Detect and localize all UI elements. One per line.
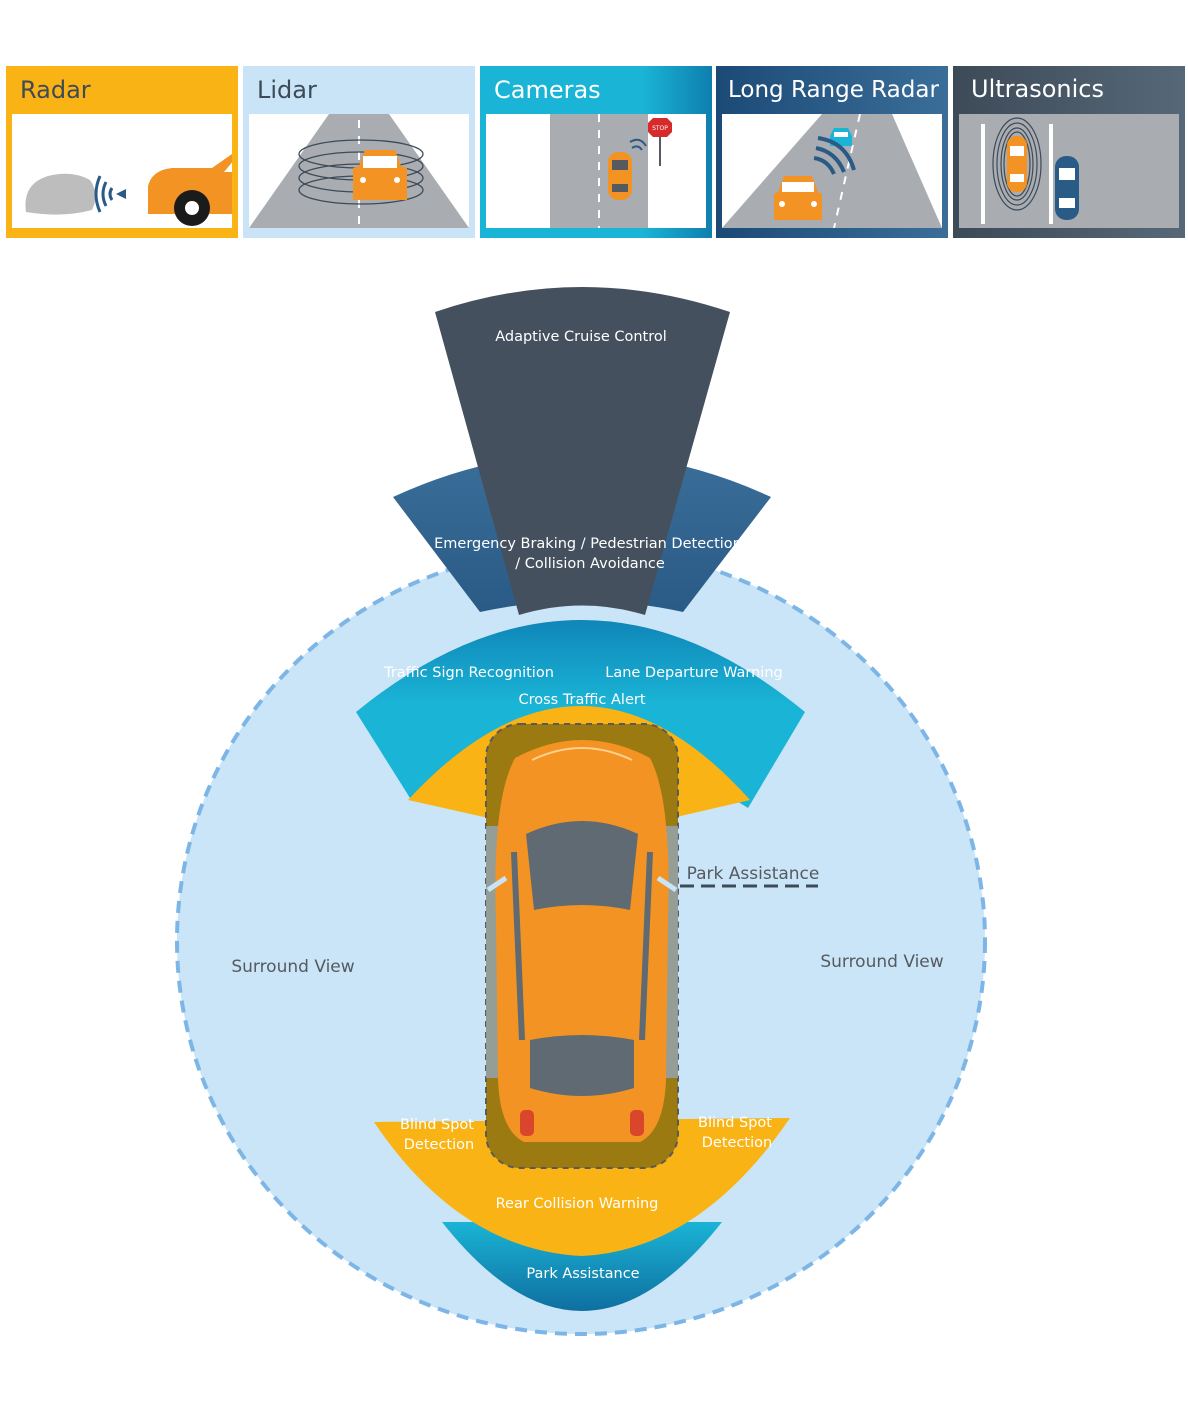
rear-park-assistance-label: Park Assistance xyxy=(526,1266,639,1282)
sensor-legend: Radar Lidar xyxy=(0,0,1188,250)
car-front-icon xyxy=(774,176,822,220)
ultrasonics-card: Ultrasonics xyxy=(953,66,1185,238)
long-range-radar-card: Long Range Radar xyxy=(716,66,948,238)
emergency-braking-label-line1: Emergency Braking / Pedestrian Detection xyxy=(434,536,742,552)
stop-sign-icon: STOP xyxy=(648,118,672,166)
radar-illustration xyxy=(12,114,232,228)
cameras-label: Cameras xyxy=(494,76,601,104)
blue-car-icon xyxy=(1055,156,1079,220)
adaptive-cruise-control-label: Adaptive Cruise Control xyxy=(495,329,667,345)
lidar-card: Lidar xyxy=(243,66,475,238)
lidar-label: Lidar xyxy=(257,76,317,104)
long-range-radar-illustration xyxy=(722,114,942,228)
radar-wave-icon xyxy=(94,175,114,213)
ultrasonic-ring-icon xyxy=(992,117,1042,211)
blind-spot-left-label-line1: Blind Spot xyxy=(400,1117,474,1133)
traffic-sign-recognition-label: Traffic Sign Recognition xyxy=(383,665,554,681)
blind-spot-right-label-line2: Detection xyxy=(702,1135,772,1151)
coverage-diagram: Adaptive Cruise Control Emergency Brakin… xyxy=(0,250,1188,1404)
cameras-card: Cameras STOP xyxy=(480,66,712,238)
cross-traffic-alert-label: Cross Traffic Alert xyxy=(518,692,645,708)
rear-park-assistance-zone xyxy=(442,1222,722,1311)
rock-icon xyxy=(25,173,96,215)
car-rear-icon xyxy=(148,154,232,226)
rear-collision-warning-label: Rear Collision Warning xyxy=(496,1196,659,1212)
ultrasonics-label: Ultrasonics xyxy=(971,75,1104,103)
surround-view-left-label: Surround View xyxy=(231,957,354,977)
camera-car-icon xyxy=(608,152,632,200)
long-range-radar-label: Long Range Radar xyxy=(728,77,939,103)
cameras-illustration: STOP xyxy=(486,114,706,228)
rear-radar-zone xyxy=(374,1118,790,1256)
surround-view-right-label: Surround View xyxy=(820,952,943,972)
adaptive-cruise-control-zone xyxy=(435,287,730,615)
orange-car-icon xyxy=(1007,136,1027,192)
park-assistance-side-label: Park Assistance xyxy=(687,864,820,884)
car-icon xyxy=(486,740,678,1142)
blind-spot-right-label-line1: Blind Spot xyxy=(698,1115,772,1131)
stop-sign-text: STOP xyxy=(652,125,668,132)
distant-car-icon xyxy=(830,128,852,146)
blind-spot-left-label-line2: Detection xyxy=(404,1137,474,1153)
ultrasonics-illustration xyxy=(959,114,1179,228)
car-front-icon xyxy=(353,150,407,200)
emergency-braking-label-line2: / Collision Avoidance xyxy=(515,556,665,572)
lidar-illustration xyxy=(249,114,469,228)
radar-label: Radar xyxy=(20,76,91,104)
radar-card: Radar xyxy=(6,66,238,238)
lane-departure-warning-label: Lane Departure Warning xyxy=(605,665,782,681)
camera-signal-icon xyxy=(629,138,647,151)
long-range-wave-icon xyxy=(813,136,856,175)
